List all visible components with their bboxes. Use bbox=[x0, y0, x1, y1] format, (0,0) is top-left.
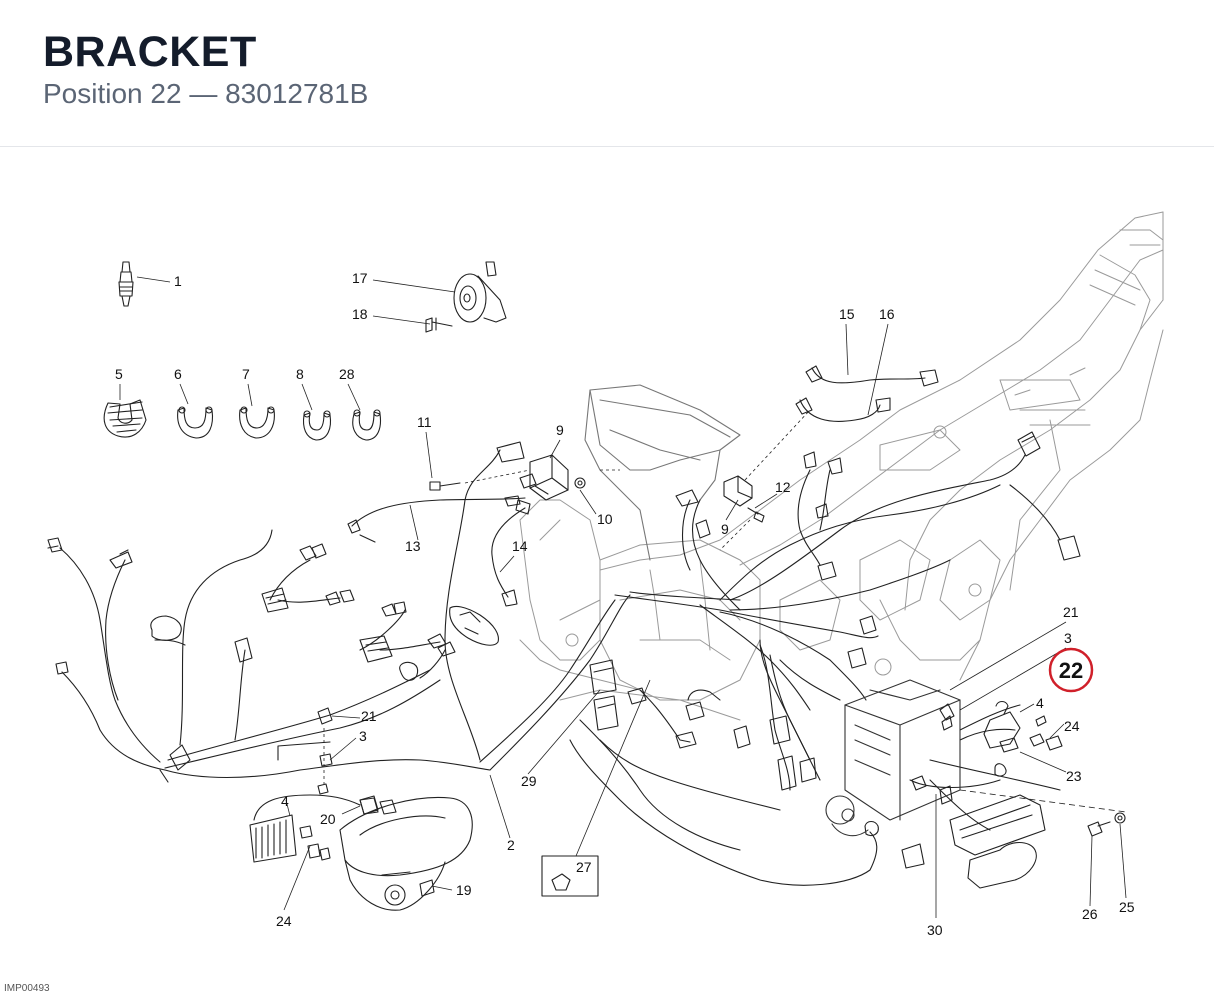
callout-label: 10 bbox=[597, 511, 613, 527]
parts-diagram: 1 17 18 5 6 7 8 28 11 9 10 13 14 15 16 1… bbox=[0, 150, 1214, 1003]
part-15-16-leads bbox=[795, 365, 939, 422]
callout-label: 21 bbox=[1063, 604, 1079, 620]
part-9-second bbox=[723, 475, 753, 507]
connector-block bbox=[249, 794, 397, 863]
part-17-horn bbox=[453, 261, 507, 323]
callout-label: 3 bbox=[1064, 630, 1072, 646]
leader-lines bbox=[119, 276, 1127, 918]
callout-label: 9 bbox=[721, 521, 729, 537]
callout-label: 12 bbox=[775, 479, 791, 495]
image-code: IMP00493 bbox=[4, 983, 50, 994]
part-20 bbox=[359, 795, 379, 815]
callout-label: 20 bbox=[320, 811, 336, 827]
part-1-sensor bbox=[118, 261, 134, 307]
callout-label: 5 bbox=[115, 366, 123, 382]
callout-label: 14 bbox=[512, 538, 528, 554]
callout-label: 24 bbox=[276, 913, 292, 929]
callout-label: 3 bbox=[359, 728, 367, 744]
part-10-grommet bbox=[574, 477, 586, 489]
part-12-bolt bbox=[747, 507, 765, 523]
page-header: BRACKET Position 22 — 83012781B bbox=[0, 0, 1214, 147]
headlight-unit bbox=[339, 796, 473, 911]
main-wiring-harness bbox=[47, 441, 525, 783]
callout-label: 4 bbox=[1036, 695, 1044, 711]
part-9-relay bbox=[519, 454, 569, 501]
exploded-view-drawing: 1 17 18 5 6 7 8 28 11 9 10 13 14 15 16 1… bbox=[47, 211, 1164, 938]
callout-label: 15 bbox=[839, 306, 855, 322]
callout-label: 24 bbox=[1064, 718, 1080, 734]
left-bracket-parts bbox=[277, 707, 333, 795]
callout-label: 26 bbox=[1082, 906, 1098, 922]
part-14-cable bbox=[491, 499, 531, 607]
page-title: BRACKET bbox=[43, 28, 257, 76]
callout-label: 27 bbox=[576, 859, 592, 875]
callout-label: 13 bbox=[405, 538, 421, 554]
callout-label: 1 bbox=[174, 273, 182, 289]
callout-label: 25 bbox=[1119, 899, 1135, 915]
frame-outline bbox=[519, 211, 1164, 721]
callout-label: 17 bbox=[352, 270, 368, 286]
callout-label: 6 bbox=[174, 366, 182, 382]
callout-label: 16 bbox=[879, 306, 895, 322]
cable-clamps bbox=[103, 399, 382, 441]
callout-labels: 1 17 18 5 6 7 8 28 11 9 10 13 14 15 16 1… bbox=[115, 270, 1135, 938]
callout-label: 19 bbox=[456, 882, 472, 898]
part-11-bolt bbox=[429, 481, 461, 491]
highlight-ring bbox=[1048, 647, 1094, 693]
control-unit bbox=[825, 679, 961, 837]
highlighted-callout-label: 22 bbox=[1059, 658, 1083, 683]
part-27-detail bbox=[541, 855, 599, 897]
frame-harness bbox=[479, 431, 1081, 886]
airbox bbox=[584, 384, 741, 561]
callout-label: 30 bbox=[927, 922, 943, 938]
callout-label: 21 bbox=[361, 708, 377, 724]
callout-label: 7 bbox=[242, 366, 250, 382]
callout-label: 23 bbox=[1066, 768, 1082, 784]
part-13-cable bbox=[347, 495, 526, 543]
page-subtitle: Position 22 — 83012781B bbox=[43, 78, 369, 109]
callout-label: 8 bbox=[296, 366, 304, 382]
callout-label: 11 bbox=[417, 414, 432, 430]
callout-label: 29 bbox=[521, 773, 537, 789]
bracket-assembly bbox=[939, 700, 1063, 753]
callout-label: 4 bbox=[281, 793, 289, 809]
callout-label: 2 bbox=[507, 837, 515, 853]
callout-label: 28 bbox=[339, 366, 355, 382]
callout-label: 9 bbox=[556, 422, 564, 438]
fuse-box bbox=[901, 775, 1126, 889]
callout-label: 18 bbox=[352, 306, 368, 322]
part-18-bolt bbox=[425, 317, 453, 333]
